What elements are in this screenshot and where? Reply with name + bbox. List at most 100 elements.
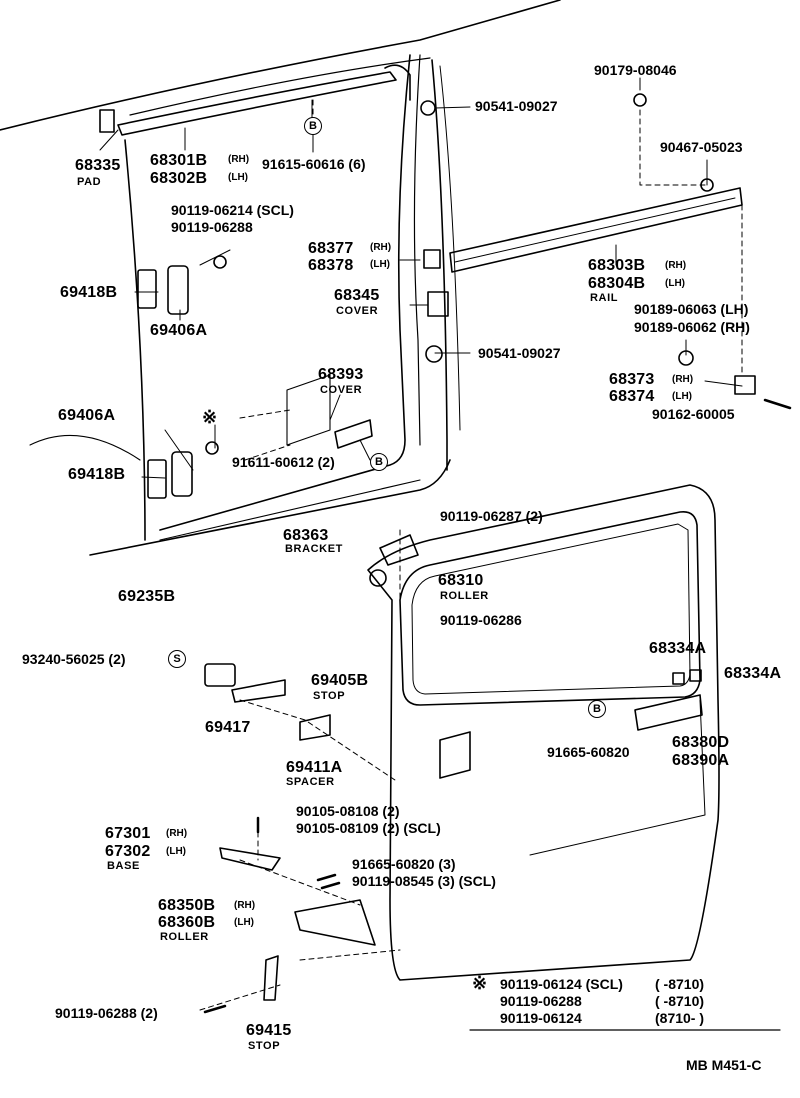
part-69411a [299, 714, 331, 741]
label-bracket: BRACKET [285, 543, 343, 555]
label-67301: 67301 [105, 825, 151, 842]
part-69417 [204, 663, 236, 687]
door-inner-edge [529, 699, 706, 856]
pillar-inner [413, 54, 421, 446]
center-rail-inner [454, 197, 736, 263]
label-lh-6: (LH) [234, 917, 254, 928]
pillar-outer [159, 54, 411, 531]
pad-part [99, 109, 115, 133]
dashed-guides [199, 99, 743, 1011]
label-69405b: 69405B [311, 672, 369, 689]
door-window-inner [411, 523, 691, 695]
note-range-3: (8710- ) [655, 1010, 705, 1026]
label-68302b: 68302B [150, 170, 208, 187]
label-69406a-b: 69406A [58, 407, 116, 424]
label-68363: 68363 [283, 527, 329, 544]
note-range-2: ( -8710) [655, 993, 705, 1009]
label-93240: 93240-56025 (2) [22, 651, 126, 667]
label-69415: 69415 [246, 1022, 292, 1039]
bolt-upper [213, 255, 227, 269]
label-69411a: 69411A [286, 759, 343, 776]
label-68373: 68373 [609, 371, 655, 388]
label-68334a-b: 68334A [724, 665, 782, 682]
label-68393: 68393 [318, 366, 364, 383]
part-69406a-lower [171, 451, 193, 497]
label-68377: 68377 [308, 240, 354, 257]
label-90119-06288-b: 90119-06288 (2) [55, 1005, 158, 1021]
part-68310 [369, 569, 387, 587]
label-rh-3: (RH) [665, 260, 687, 271]
label-roller-2: ROLLER [160, 931, 209, 943]
part-68334a-2 [689, 669, 702, 682]
label-90541-09027-lower: 90541-09027 [478, 345, 561, 361]
label-68301b: 68301B [150, 152, 208, 169]
body-front-edge [124, 139, 146, 541]
part-67301 [219, 847, 281, 871]
notes-mark: ※ [472, 973, 488, 993]
label-pad: PAD [77, 176, 102, 188]
label-lh-1: (LH) [228, 172, 248, 183]
label-90105-08108: 90105-08108 (2) [296, 803, 400, 819]
label-90189-06062: 90189-06062 (RH) [634, 319, 750, 335]
label-90179: 90179-08046 [594, 62, 677, 78]
label-90105-08109: 90105-08109 (2) (SCL) [296, 820, 441, 836]
leader-lines [99, 77, 791, 479]
label-91615: 91615-60616 (6) [262, 156, 366, 172]
symbol-b-3: B [588, 700, 606, 718]
label-spacer: SPACER [286, 776, 335, 788]
wheel-arc [29, 434, 141, 461]
label-69418b-b: 69418B [68, 466, 126, 483]
clip-90541-lower [425, 345, 443, 363]
part-68380d [634, 694, 703, 731]
label-68335: 68335 [75, 157, 121, 174]
symbol-b-1: B [304, 117, 322, 135]
label-67302: 67302 [105, 843, 151, 860]
label-91611: 91611-60612 (2) [232, 454, 335, 470]
label-68360b: 68360B [158, 914, 216, 931]
symbol-b-2: B [370, 453, 388, 471]
pillar-back [431, 59, 448, 471]
label-90119-06286: 90119-06286 [440, 612, 522, 628]
label-rh-5: (RH) [166, 828, 188, 839]
label-90467: 90467-05023 [660, 139, 743, 155]
label-68310: 68310 [438, 572, 484, 589]
door-handle-recess [439, 731, 471, 779]
label-rh-1: (RH) [228, 154, 250, 165]
part-68334a-1 [672, 672, 685, 685]
part-68377 [423, 249, 441, 269]
bolt-lower [205, 441, 219, 455]
label-68380d: 68380D [672, 734, 730, 751]
label-lh-5: (LH) [166, 846, 186, 857]
part-69415 [263, 955, 279, 1001]
label-68378: 68378 [308, 257, 354, 274]
upper-rail-end [384, 64, 411, 101]
roof-inner-line [129, 57, 431, 116]
note-part-3: 90119-06124 [500, 1010, 582, 1026]
label-90119-08545: 90119-08545 (3) (SCL) [352, 873, 496, 889]
label-roller-1: ROLLER [440, 590, 489, 602]
label-90119-06214: 90119-06214 (SCL) [171, 202, 294, 218]
roof-line [0, 0, 561, 131]
label-90119-06287: 90119-06287 (2) [440, 508, 543, 524]
nut-90179 [633, 93, 647, 107]
label-rh-2: (RH) [370, 242, 392, 253]
label-68304b: 68304B [588, 275, 646, 292]
cover-68393-panel [286, 374, 331, 446]
label-base: BASE [107, 860, 140, 872]
part-68393 [334, 419, 373, 449]
bolt-90119-06288 [203, 1004, 227, 1014]
note-range-1: ( -8710) [655, 976, 705, 992]
label-rh-6: (RH) [234, 900, 256, 911]
part-69418b-lower [147, 459, 167, 499]
bolts-91665 [316, 873, 341, 890]
footer-code: MB M451-C [686, 1057, 762, 1073]
part-69418b-upper [137, 269, 157, 309]
label-69235b: 69235B [118, 588, 176, 605]
label-rh-4: (RH) [672, 374, 694, 385]
pillar-back-2 [439, 65, 461, 431]
body-bottom [89, 459, 451, 556]
label-91665-60820-b: 91665-60820 (3) [352, 856, 456, 872]
label-90162: 90162-60005 [652, 406, 735, 422]
label-68350b: 68350B [158, 897, 216, 914]
